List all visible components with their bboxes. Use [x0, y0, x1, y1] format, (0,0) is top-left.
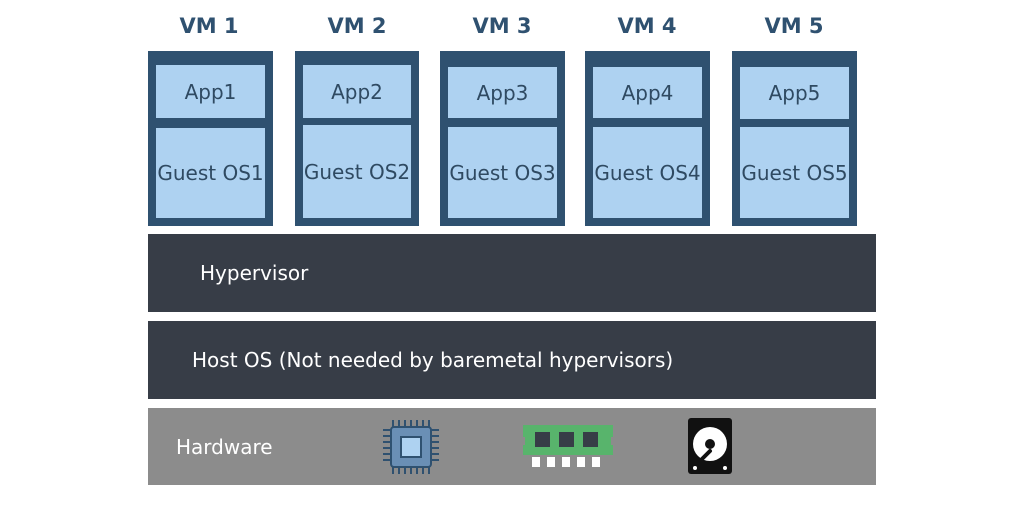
- vm-1-app: App1: [156, 65, 265, 118]
- vm-2-box: App2 Guest OS2: [295, 51, 419, 226]
- cpu-icon: [383, 420, 439, 474]
- hardware-label: Hardware: [176, 434, 273, 459]
- hard-drive-icon: [688, 418, 732, 474]
- vm-4-title: VM 4: [617, 14, 677, 38]
- vm-3-app: App3: [448, 67, 557, 118]
- vm-3-title: VM 3: [472, 14, 532, 38]
- vm-1-guest-os: Guest OS1: [156, 128, 265, 218]
- hardware-layer: Hardware: [148, 408, 876, 485]
- host-os-label: Host OS (Not needed by baremetal hypervi…: [192, 348, 674, 372]
- hypervisor-label: Hypervisor: [200, 261, 309, 285]
- vm-4-box: App4 Guest OS4: [585, 51, 710, 226]
- vm-1-title: VM 1: [179, 14, 239, 38]
- ram-icon: [522, 425, 614, 467]
- vm-5-app: App5: [740, 67, 849, 119]
- hypervisor-layer: Hypervisor: [148, 234, 876, 312]
- host-os-layer: Host OS (Not needed by baremetal hypervi…: [148, 321, 876, 399]
- vm-2-title: VM 2: [327, 14, 387, 38]
- vm-3-box: App3 Guest OS3: [440, 51, 565, 226]
- vm-1-box: App1 Guest OS1: [148, 51, 273, 226]
- vm-3-guest-os: Guest OS3: [448, 127, 557, 218]
- vm-4-app: App4: [593, 67, 702, 118]
- vm-5-guest-os: Guest OS5: [740, 127, 849, 218]
- vm-5-box: App5 Guest OS5: [732, 51, 857, 226]
- vm-4-guest-os: Guest OS4: [593, 127, 702, 218]
- vm-2-app: App2: [303, 65, 411, 118]
- vm-2-guest-os: Guest OS2: [303, 125, 411, 218]
- vm-5-title: VM 5: [764, 14, 824, 38]
